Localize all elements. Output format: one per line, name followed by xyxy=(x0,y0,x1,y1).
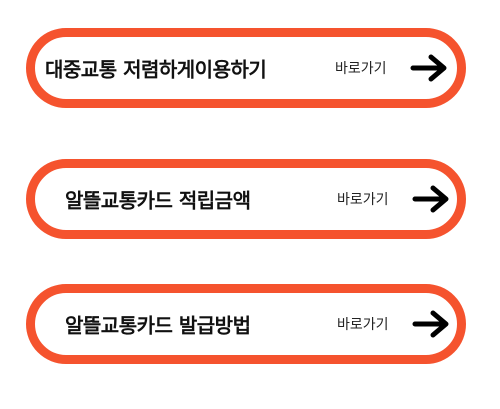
go-now-label: 바로가기 xyxy=(335,61,387,77)
cheap-transit-link-button[interactable]: 대중교통 저렴하게이용하기 바로가기 xyxy=(26,28,466,108)
go-now-label: 바로가기 xyxy=(337,192,389,208)
arrow-right-icon xyxy=(412,185,449,213)
arrow-right-icon xyxy=(410,54,447,82)
button-title: 대중교통 저렴하게이용하기 xyxy=(45,57,267,82)
arrow-right-icon xyxy=(412,310,449,338)
button-title: 알뜰교통카드 발급방법 xyxy=(65,313,251,338)
card-issue-link-button[interactable]: 알뜰교통카드 발급방법 바로가기 xyxy=(26,284,466,364)
card-mileage-link-button[interactable]: 알뜰교통카드 적립금액 바로가기 xyxy=(26,159,466,239)
button-title: 알뜰교통카드 적립금액 xyxy=(65,188,251,213)
go-now-label: 바로가기 xyxy=(337,317,389,333)
